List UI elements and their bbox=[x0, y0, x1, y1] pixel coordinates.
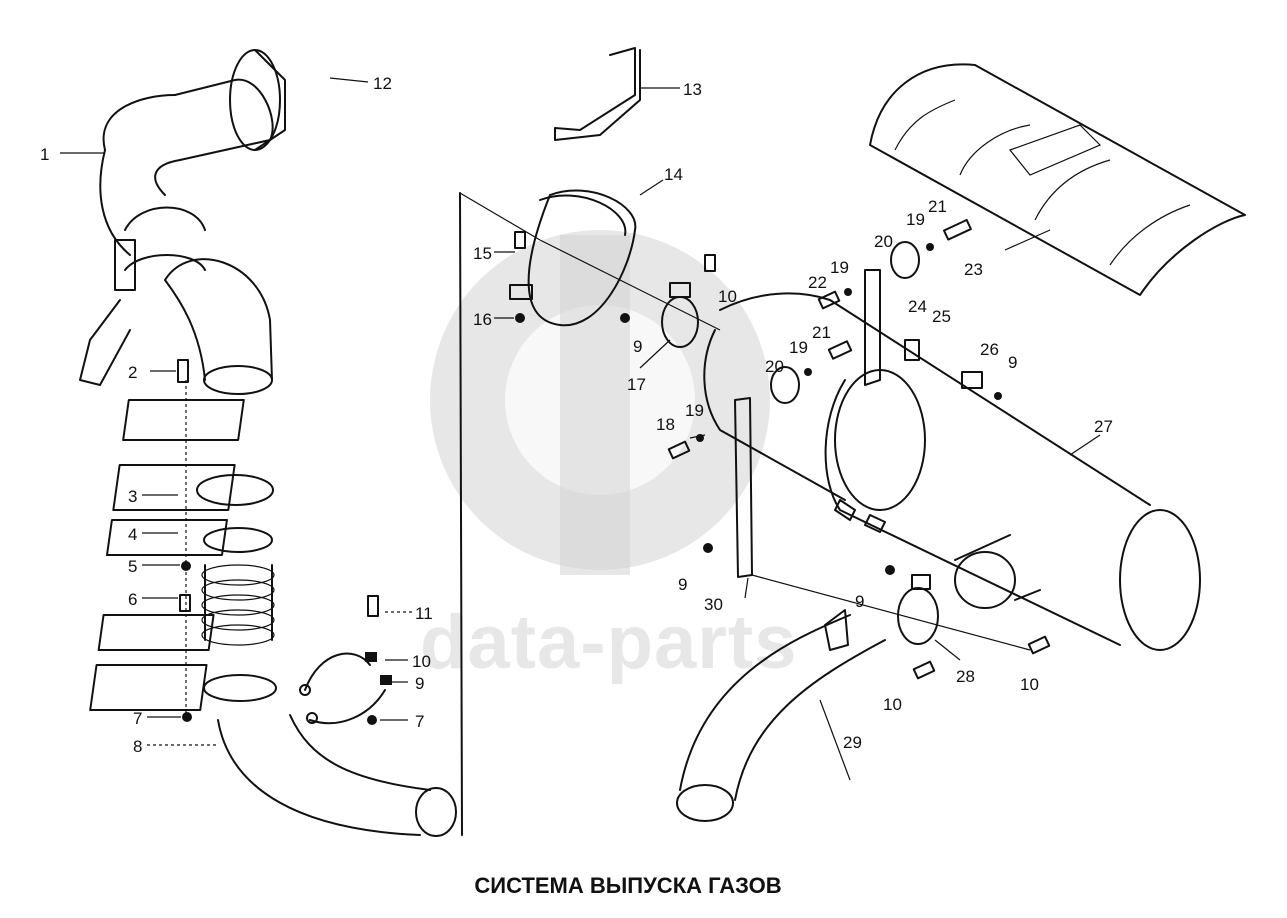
callout-29: 29 bbox=[843, 733, 862, 752]
lower-exhaust-pipe bbox=[217, 714, 457, 837]
callout-1: 1 bbox=[40, 145, 49, 164]
heat-shield-23 bbox=[869, 63, 1246, 296]
callout-3: 3 bbox=[128, 487, 137, 506]
bellows-joint bbox=[89, 564, 277, 711]
callout-10-a: 10 bbox=[718, 287, 737, 306]
callout-9-a: 9 bbox=[633, 337, 642, 356]
callout-19-c: 19 bbox=[830, 258, 849, 277]
callout-28: 28 bbox=[956, 667, 975, 686]
callout-9-c: 9 bbox=[678, 575, 687, 594]
callout-7-left: 7 bbox=[133, 709, 142, 728]
pipe-clamp-left bbox=[299, 652, 392, 725]
callout-10-b: 10 bbox=[1020, 675, 1039, 694]
callout-30: 30 bbox=[704, 595, 723, 614]
callout-9-left: 9 bbox=[415, 674, 424, 693]
callout-17: 17 bbox=[627, 375, 646, 394]
callout-5: 5 bbox=[128, 557, 137, 576]
pipe-clamp-17 bbox=[620, 254, 716, 348]
exhaust-elbow-pipe bbox=[79, 49, 286, 395]
panel-edge bbox=[459, 192, 541, 241]
watermark-text: data-parts bbox=[420, 600, 797, 685]
diagram-title: СИСТЕМА ВЫПУСКА ГАЗОВ bbox=[474, 873, 781, 898]
callout-10-left: 10 bbox=[412, 652, 431, 671]
callout-9-d: 9 bbox=[855, 592, 864, 611]
callout-10-c: 10 bbox=[883, 695, 902, 714]
callout-4: 4 bbox=[128, 525, 137, 544]
callout-19-b: 19 bbox=[789, 338, 808, 357]
bracket-13 bbox=[554, 47, 641, 141]
panel-divider bbox=[459, 192, 463, 836]
callout-12: 12 bbox=[373, 74, 392, 93]
watermark-logo bbox=[430, 230, 770, 575]
callout-11: 11 bbox=[415, 604, 433, 623]
callout-18: 18 bbox=[656, 415, 675, 434]
callout-26: 26 bbox=[980, 340, 999, 359]
callout-24: 24 bbox=[908, 297, 927, 316]
callout-16: 16 bbox=[473, 310, 492, 329]
callout-9-b: 9 bbox=[1008, 353, 1017, 372]
callout-14: 14 bbox=[664, 165, 683, 184]
callout-15: 15 bbox=[473, 244, 492, 263]
callout-6: 6 bbox=[128, 590, 137, 609]
callout-27: 27 bbox=[1094, 417, 1113, 436]
callout-13: 13 bbox=[683, 80, 702, 99]
callout-22: 22 bbox=[808, 273, 827, 292]
tail-pipe-29 bbox=[539, 239, 1051, 822]
callout-7-right: 7 bbox=[415, 712, 424, 731]
callout-20-b: 20 bbox=[874, 232, 893, 251]
callout-8: 8 bbox=[133, 737, 142, 756]
callout-25: 25 bbox=[932, 307, 951, 326]
muffler-27 bbox=[703, 292, 1201, 651]
callout-19-d: 19 bbox=[906, 210, 925, 229]
callout-21-a: 21 bbox=[812, 323, 831, 342]
leader-lines bbox=[60, 77, 1101, 781]
callout-2: 2 bbox=[128, 363, 137, 382]
callout-19-a: 19 bbox=[685, 401, 704, 420]
mounting-band-14 bbox=[509, 189, 637, 327]
flange-stack bbox=[105, 399, 274, 556]
callout-20-a: 20 bbox=[765, 357, 784, 376]
callout-labels: 1 2 3 4 5 6 7 8 11 10 9 7 12 13 14 15 16… bbox=[40, 74, 1113, 756]
callout-21-b: 21 bbox=[928, 197, 947, 216]
callout-23: 23 bbox=[964, 260, 983, 279]
bolts-left bbox=[177, 359, 379, 725]
